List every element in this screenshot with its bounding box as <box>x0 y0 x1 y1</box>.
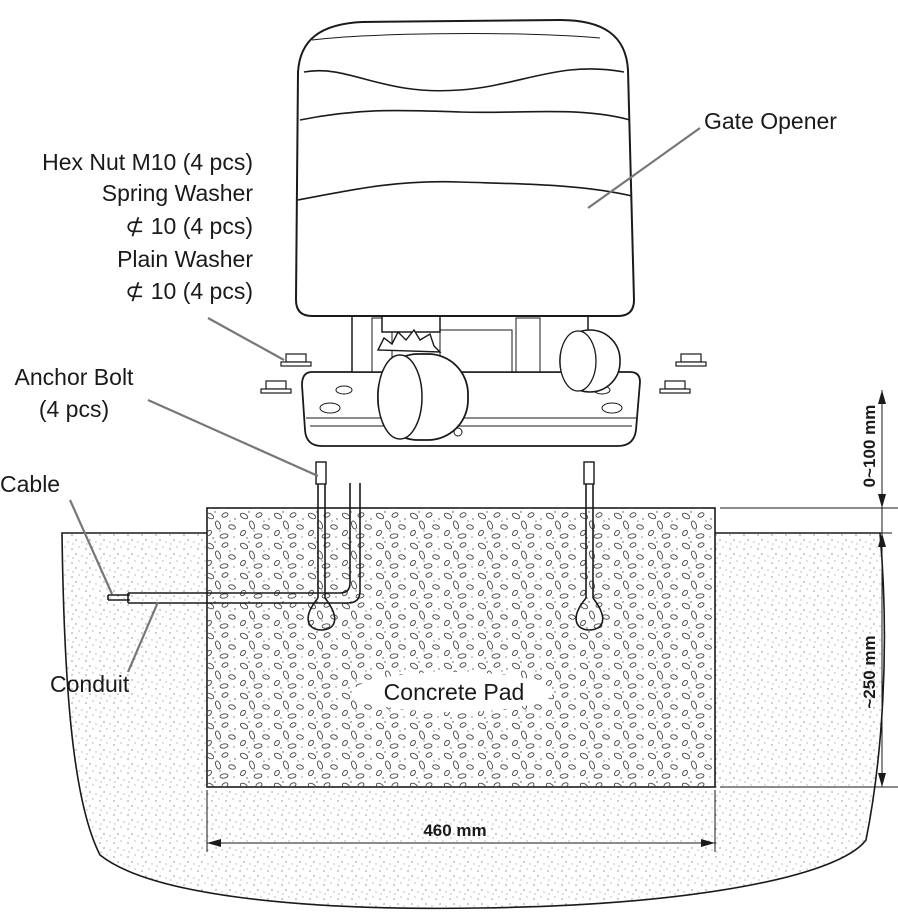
anchor-bolt-right <box>575 461 604 631</box>
anchor-bolt-leader <box>147 398 319 478</box>
nut-and-washers-front-right <box>659 380 691 394</box>
cable-label: Cable <box>0 471 60 497</box>
drive-gear <box>376 328 442 353</box>
width-dimension-label: 460 mm <box>423 821 486 840</box>
depth-dimension <box>720 507 898 788</box>
gate-opener-leader <box>587 127 701 209</box>
washer-leader <box>207 317 285 361</box>
conduit-label: Conduit <box>50 671 130 697</box>
depth-dimension-label: ~250 mm <box>860 635 879 708</box>
spring-washer-label: Spring Washer <box>102 180 254 206</box>
nut-and-washers-back-right <box>675 353 707 367</box>
gate-opener <box>294 18 641 447</box>
height-dimension <box>878 390 886 508</box>
plain-washer-size-label: ⊄ 10 (4 pcs) <box>125 278 253 304</box>
height-dimension-label: 0~100 mm <box>860 405 879 488</box>
cable <box>107 594 130 601</box>
width-dimension <box>206 790 716 852</box>
anchor-bolt-qty-label: (4 pcs) <box>39 396 109 422</box>
hex-nut-label: Hex Nut M10 (4 pcs) <box>42 149 253 175</box>
plain-washer-label: Plain Washer <box>117 246 253 272</box>
gate-opener-label: Gate Opener <box>704 108 837 134</box>
anchor-bolt-left <box>307 461 336 631</box>
spring-washer-size-label: ⊄ 10 (4 pcs) <box>125 213 253 239</box>
motor-cover <box>294 18 636 317</box>
nut-and-washers-front-left <box>260 380 292 394</box>
cable-leader <box>68 499 114 595</box>
nut-and-washers-back-left <box>280 353 312 367</box>
conduit-leader <box>126 601 160 673</box>
anchor-bolt-label: Anchor Bolt <box>15 364 135 390</box>
concrete-pad-label: Concrete Pad <box>384 679 525 705</box>
